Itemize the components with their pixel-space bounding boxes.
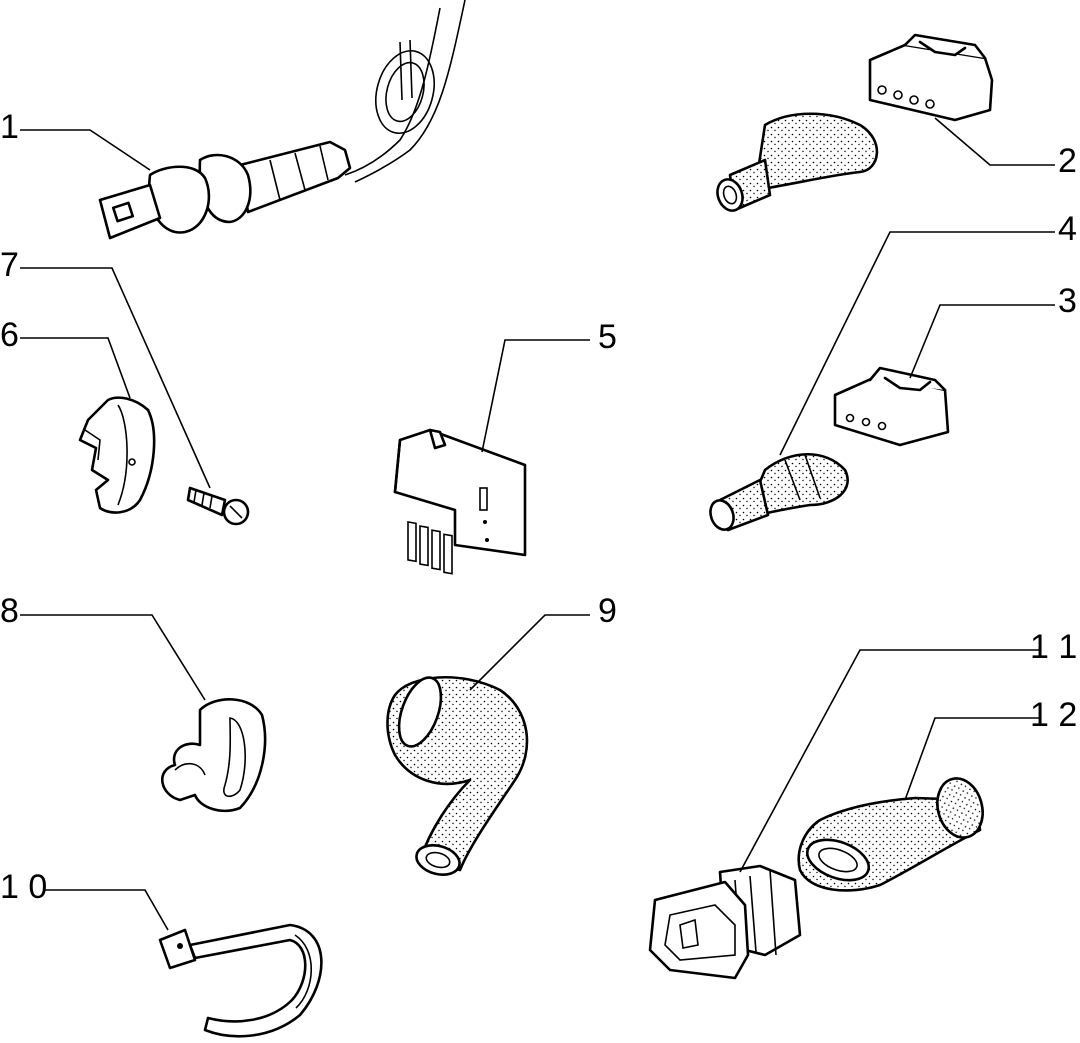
part-4-rubber-boot [709,452,849,532]
part-1-oxygen-sensor [98,0,466,240]
callout-4: 4 [1058,210,1077,248]
callout-5: 5 [598,318,617,356]
part-12-rubber-boot [797,777,984,892]
callout-10: 1 0 [0,868,47,906]
callout-12: 1 2 [1030,696,1077,734]
part-10-cable-tie [158,923,323,1038]
part-8-spring-clip [160,698,267,813]
part-6-clip [78,396,156,514]
callout-3: 3 [1058,282,1077,320]
part-3-connector [833,366,950,447]
callout-7: 7 [0,246,19,284]
callout-9: 9 [598,592,617,630]
part-9-angled-boot [386,675,529,876]
part-7-screw [186,486,250,526]
part-11-connector [648,864,802,980]
callout-1: 1 [0,108,19,146]
callout-2: 2 [1058,142,1077,180]
part-2-connector-with-boot [716,33,994,212]
leader-lines [20,117,1055,931]
callout-labels: 1 2 3 4 5 6 7 8 9 1 0 1 1 1 2 [0,108,1077,906]
callout-8: 8 [0,592,19,630]
part-5-cover-plate [393,428,527,575]
callout-11: 1 1 [1030,628,1077,666]
callout-6: 6 [0,316,19,354]
